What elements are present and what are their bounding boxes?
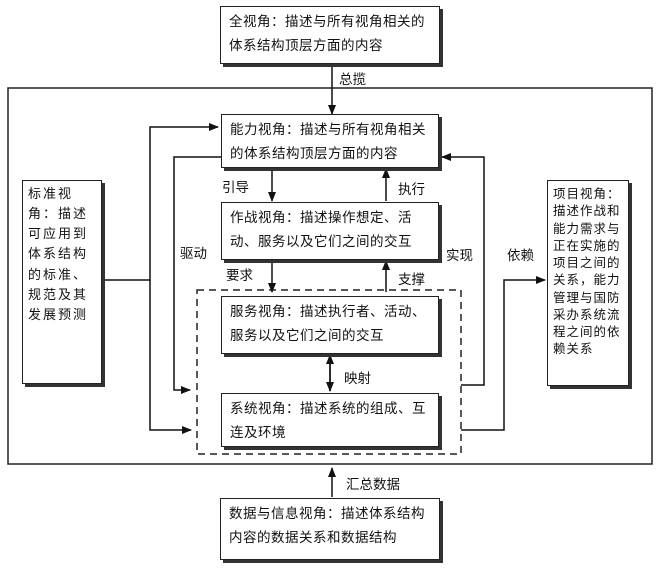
label-require: 要求 bbox=[226, 268, 253, 284]
system-view-text: 系统视角：描述系统的组成、互连及环境 bbox=[230, 401, 426, 441]
project-view-box: 项目视角：描述作战和能力需求与正在实施的项目之间的关系，能力管理与国防采办系统流… bbox=[547, 180, 629, 386]
arrow-standards-capability bbox=[104, 123, 219, 281]
label-realize: 实现 bbox=[446, 248, 473, 264]
standards-view-text: 标准视角：描述可应用到体系结构的标准、规范及其发展预测 bbox=[28, 187, 89, 323]
arrow-drive bbox=[173, 156, 224, 394]
data-view-text: 数据与信息视角：描述体系结构内容的数据关系和数据结构 bbox=[229, 506, 425, 546]
label-drive: 驱动 bbox=[180, 246, 207, 262]
data-view-box: 数据与信息视角：描述体系结构内容的数据关系和数据结构 bbox=[220, 498, 440, 560]
capability-view-text: 能力视角：描述与所有视角相关的体系结构顶层方面的内容 bbox=[230, 122, 426, 162]
arrow-standards-system bbox=[149, 280, 192, 434]
operational-view-text: 作战视角：描述操作想定、活动、服务以及它们之间的交互 bbox=[230, 210, 412, 250]
outer-frame bbox=[7, 87, 653, 465]
label-summary-data: 汇总数据 bbox=[346, 477, 400, 493]
label-execute: 执行 bbox=[398, 182, 425, 198]
all-view-box: 全视角：描述与所有视角相关的体系结构顶层方面的内容 bbox=[220, 6, 440, 64]
all-view-text: 全视角：描述与所有视角相关的体系结构顶层方面的内容 bbox=[229, 14, 425, 54]
label-overview: 总揽 bbox=[339, 72, 366, 88]
label-guide: 引导 bbox=[222, 180, 249, 196]
arrow-realize bbox=[441, 153, 485, 386]
arrow-depend bbox=[461, 276, 546, 431]
service-view-box: 服务视角：描述执行者、活动、服务以及它们之间的交互 bbox=[221, 296, 439, 354]
label-mapping: 映射 bbox=[344, 371, 371, 387]
operational-view-box: 作战视角：描述操作想定、活动、服务以及它们之间的交互 bbox=[221, 202, 439, 260]
service-view-text: 服务视角：描述执行者、活动、服务以及它们之间的交互 bbox=[230, 304, 426, 344]
standards-view-box: 标准视角：描述可应用到体系结构的标准、规范及其发展预测 bbox=[22, 180, 102, 384]
capability-view-box: 能力视角：描述与所有视角相关的体系结构顶层方面的内容 bbox=[221, 114, 439, 168]
label-support: 支撑 bbox=[398, 272, 425, 288]
dashed-group bbox=[196, 289, 462, 455]
system-view-box: 系统视角：描述系统的组成、互连及环境 bbox=[221, 393, 439, 447]
label-depend: 依赖 bbox=[507, 248, 534, 264]
project-view-text: 项目视角：描述作战和能力需求与正在实施的项目之间的关系，能力管理与国防采办系统流… bbox=[553, 186, 621, 357]
